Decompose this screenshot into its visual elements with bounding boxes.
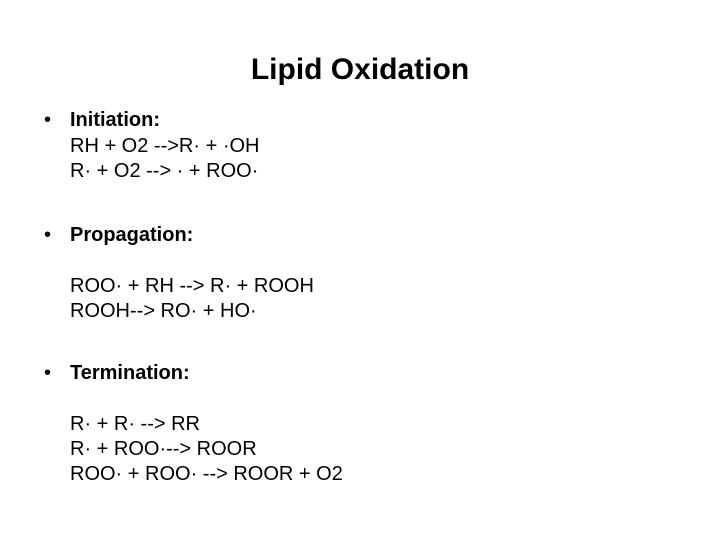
bullet-item: • Initiation: [44, 107, 684, 133]
section-heading: Initiation: [70, 109, 160, 131]
bullet-icon: • [44, 109, 52, 131]
section-termination: • Termination: R· + R· --> RR R· + ROO·-… [44, 360, 684, 487]
slide-title: Lipid Oxidation [250, 53, 470, 86]
section-propagation: • Propagation: ROO· + RH --> R· + ROOH R… [44, 222, 684, 324]
equation: ROOH--> RO· + HO· [70, 300, 257, 322]
equation: R· + R· --> RR [70, 413, 200, 435]
equation: RH + O2 -->R· + ·OH [70, 135, 260, 157]
equation: R· + ROO·--> ROOR [70, 438, 257, 460]
equation: ROO· + RH --> R· + ROOH [70, 275, 314, 297]
bullet-item: • Termination: [44, 360, 684, 386]
equation: ROO· + ROO· --> ROOR + O2 [70, 463, 343, 485]
section-heading: Termination: [70, 362, 190, 384]
bullet-icon: • [44, 224, 52, 246]
equation-list: R· + R· --> RR R· + ROO·--> ROOR ROO· + … [70, 412, 684, 487]
bullet-item: • Propagation: [44, 222, 684, 248]
equation: R· + O2 --> · + ROO· [70, 160, 259, 182]
section-initiation: • Initiation: RH + O2 -->R· + ·OH R· + O… [44, 107, 684, 184]
equation-list: ROO· + RH --> R· + ROOH ROOH--> RO· + HO… [70, 274, 684, 324]
section-heading: Propagation: [70, 224, 194, 246]
bullet-icon: • [44, 362, 52, 384]
equation-list: RH + O2 -->R· + ·OH R· + O2 --> · + ROO· [70, 134, 684, 184]
